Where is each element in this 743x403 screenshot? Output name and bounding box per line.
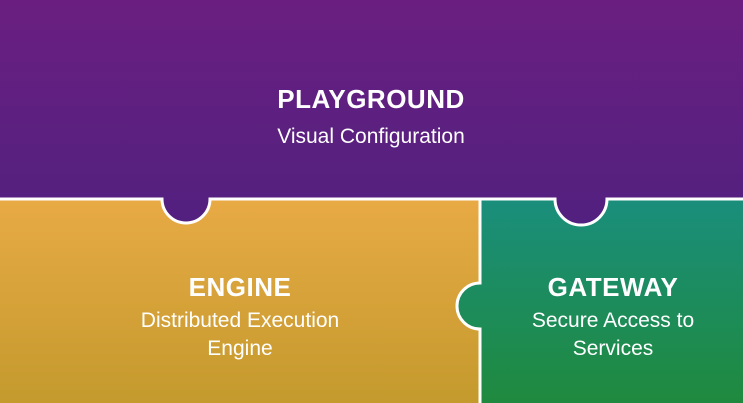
divider-line-horizontal (0, 197, 743, 227)
gateway-label-block: GATEWAY Secure Access to Services (495, 272, 731, 363)
engine-label-block: ENGINE Distributed Execution Engine (110, 272, 370, 363)
engine-piece (0, 198, 480, 403)
gateway-title: GATEWAY (547, 272, 679, 302)
playground-piece (0, 0, 743, 224)
engine-subtitle: Distributed Execution Engine (140, 309, 340, 360)
gateway-subtitle: Secure Access to Services (531, 309, 695, 360)
gateway-piece (457, 198, 743, 403)
playground-title: PLAYGROUND (277, 84, 465, 114)
playground-subtitle: Visual Configuration (277, 125, 465, 148)
engine-title: ENGINE (188, 272, 292, 302)
playground-label-block: PLAYGROUND Visual Configuration (171, 84, 571, 151)
divider-line-vertical (455, 199, 482, 403)
